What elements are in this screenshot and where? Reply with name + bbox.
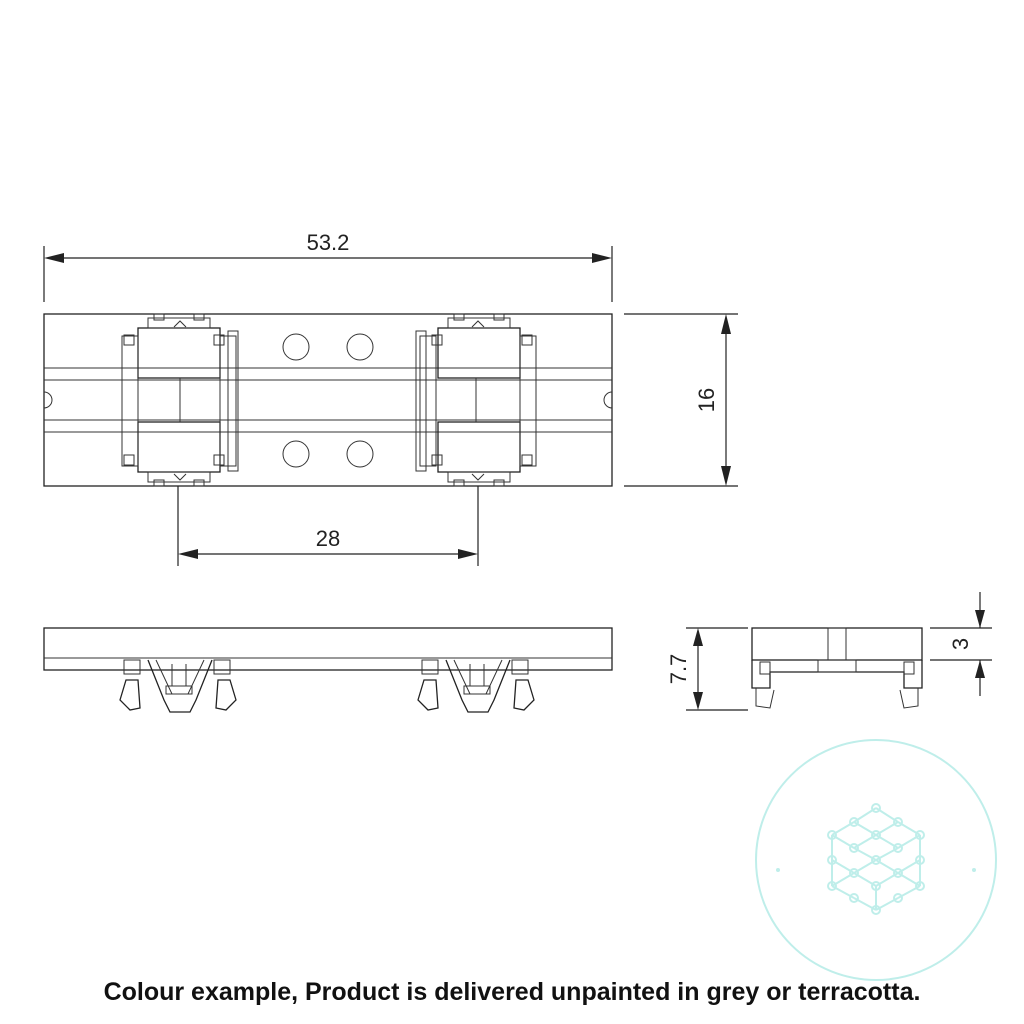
dimension-width: 16 bbox=[624, 313, 738, 487]
height-label: 7.7 bbox=[666, 654, 691, 685]
bogie-spacing-label: 28 bbox=[316, 526, 340, 551]
left-bogie-top bbox=[121, 313, 239, 487]
width-label: 16 bbox=[694, 388, 719, 412]
top-view bbox=[43, 313, 613, 487]
product-caption: Colour example, Product is delivered unp… bbox=[103, 978, 921, 1006]
dimension-deck-height: 3 bbox=[930, 592, 992, 696]
dimension-bogie-spacing: 28 bbox=[177, 486, 479, 566]
left-bogie-side bbox=[119, 659, 237, 713]
dimension-height: 7.7 bbox=[666, 627, 748, 711]
right-bogie-top bbox=[415, 313, 537, 487]
right-bogie-side bbox=[417, 659, 535, 713]
side-view bbox=[43, 627, 613, 713]
end-view bbox=[751, 627, 923, 709]
deck-height-label: 3 bbox=[948, 638, 973, 650]
dimension-overall-length: 53.2 bbox=[43, 230, 613, 302]
overall-length-label: 53.2 bbox=[307, 230, 350, 255]
network-lattice-logo-icon bbox=[755, 739, 997, 981]
